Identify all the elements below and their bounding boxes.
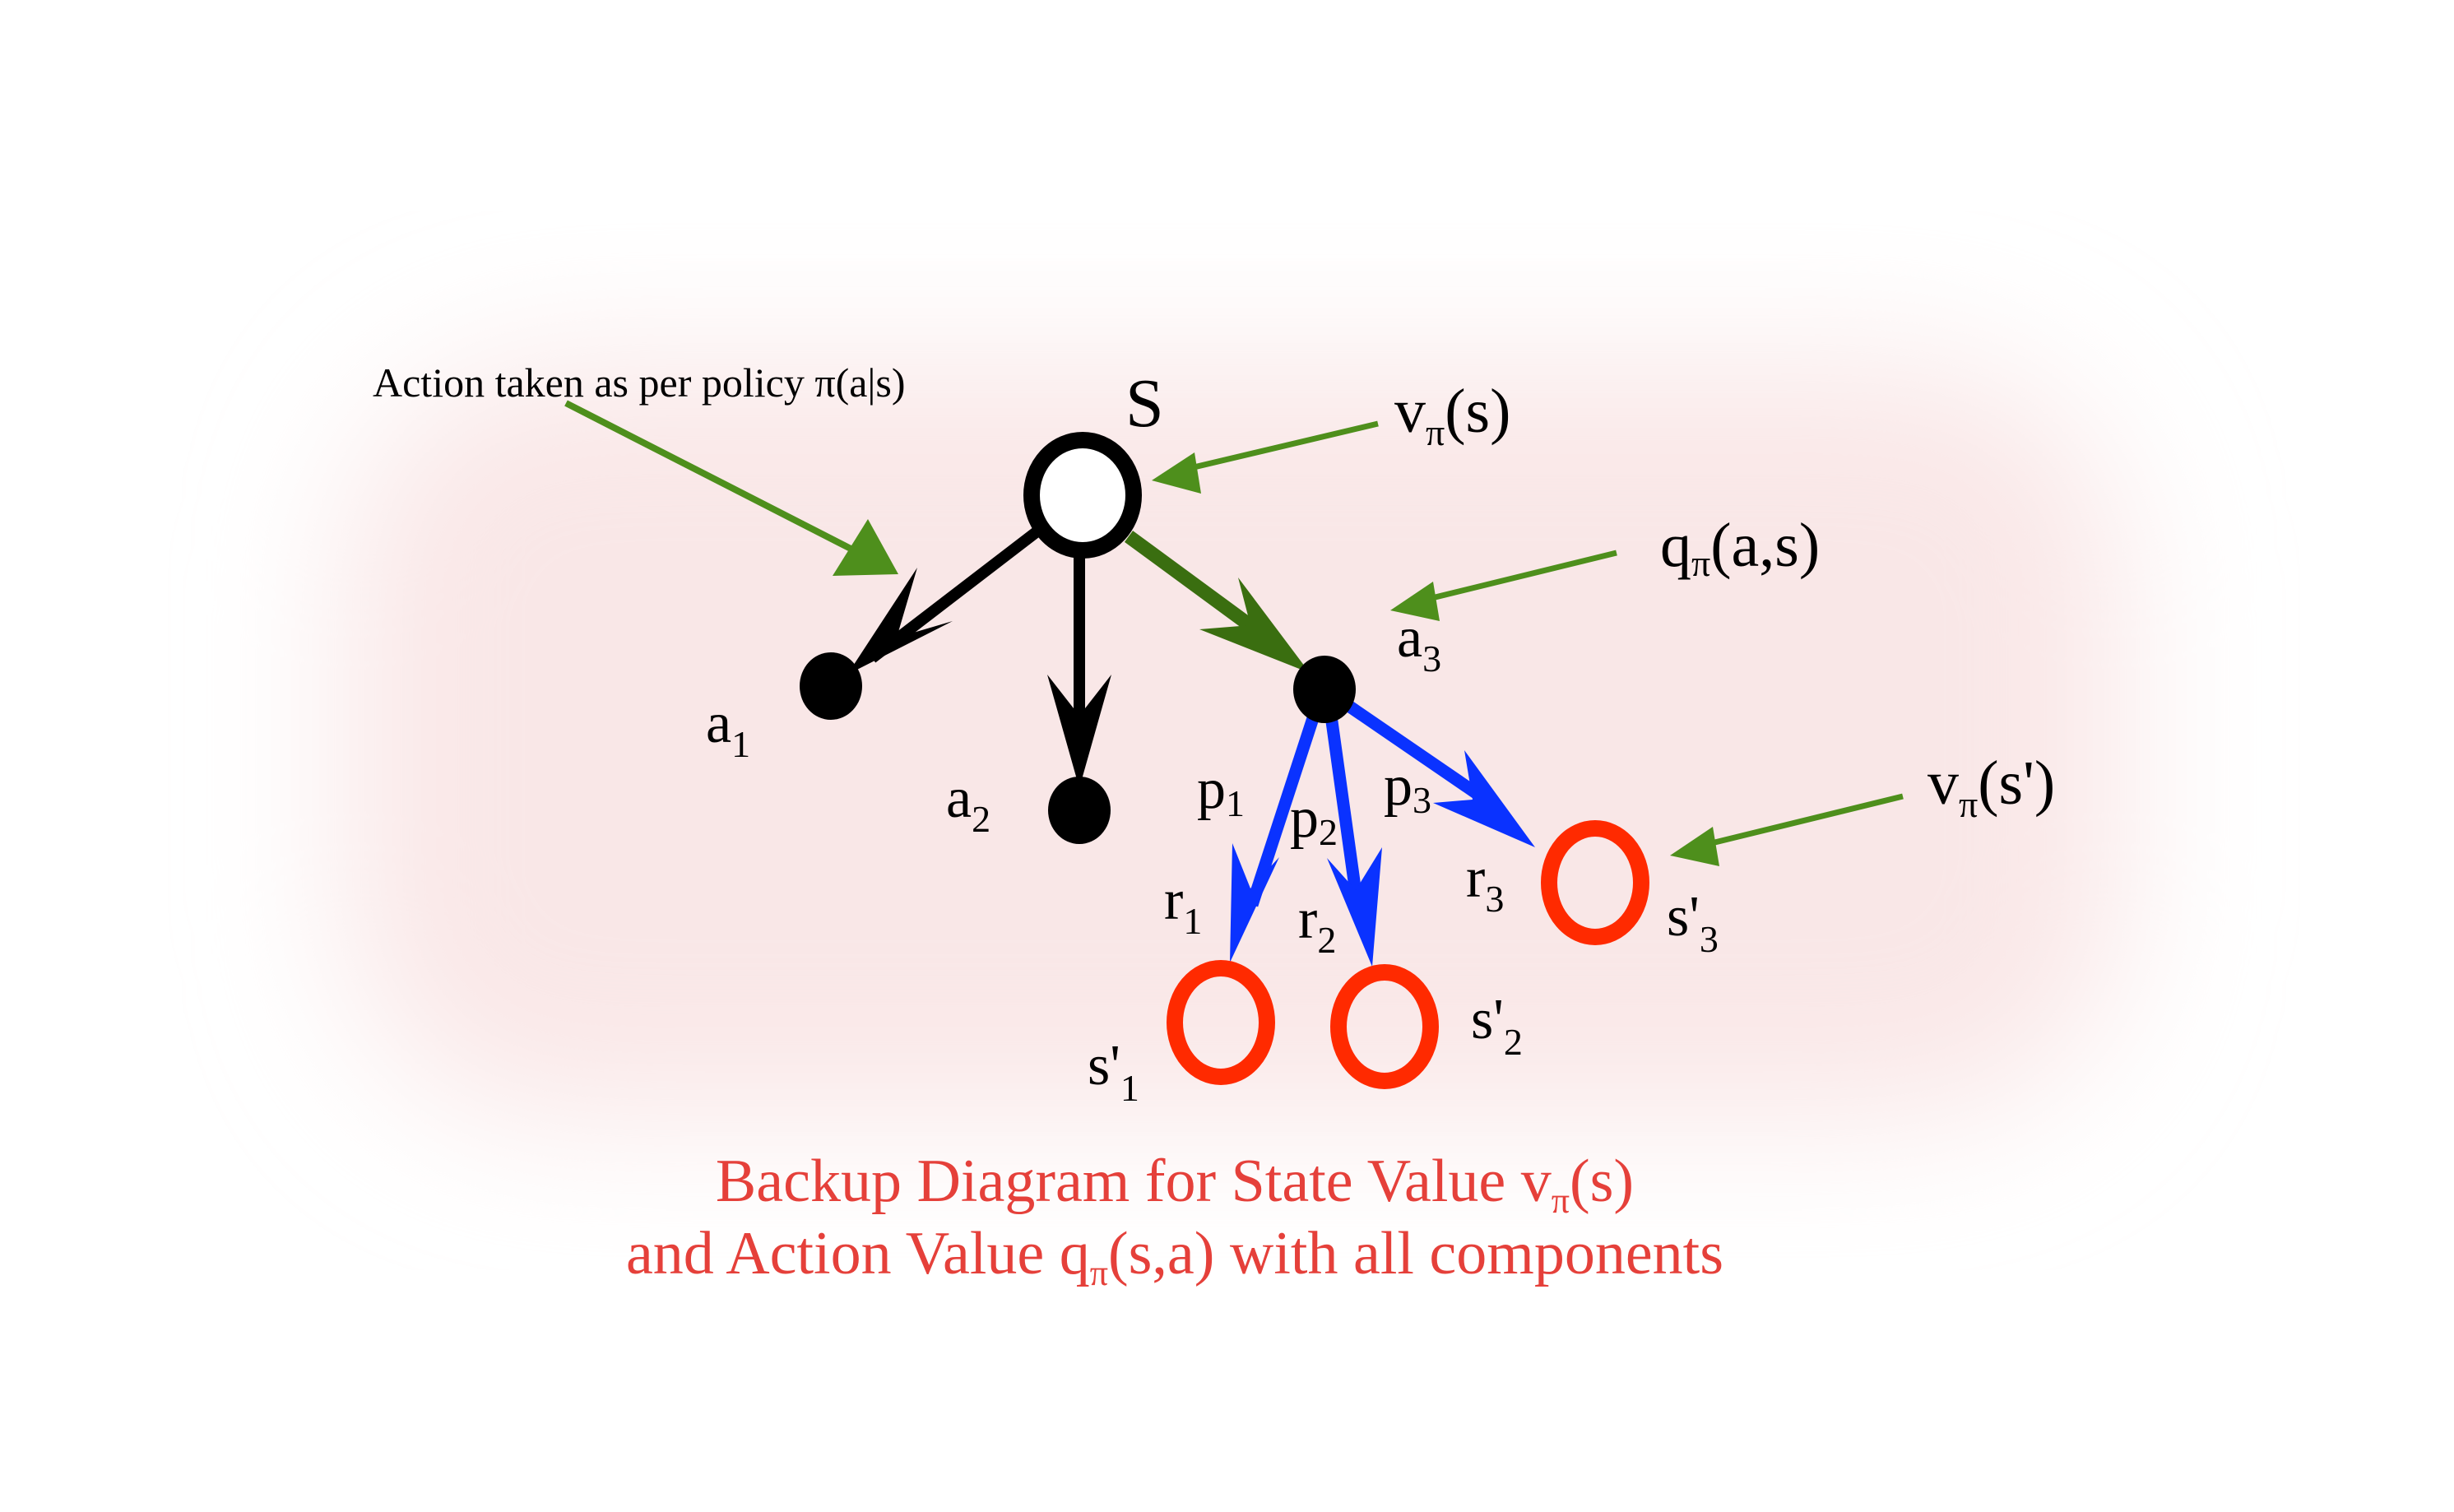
action-value-annotation-arrow — [1390, 550, 1617, 621]
arrowhead-icon — [1433, 750, 1535, 847]
arrowhead-icon — [1670, 827, 1719, 866]
probability-label-p2: p2 — [1290, 786, 1338, 853]
probability-label-p3: p3 — [1384, 754, 1431, 821]
action-label-a2: a2 — [946, 767, 990, 840]
policy-edge-a3 — [1124, 531, 1310, 673]
next-state-node-s3[interactable] — [1541, 820, 1649, 945]
policy-edge-a1 — [847, 526, 1042, 675]
next-state-value-annotation-arrow — [1670, 793, 1904, 866]
caption-line-1: Backup Diagram for State Value vπ(s) — [716, 1148, 1634, 1221]
action-node-a1[interactable] — [800, 652, 862, 720]
arrowhead-icon — [1327, 847, 1382, 967]
probability-label-p1: p1 — [1197, 758, 1245, 824]
arrowhead-icon — [1199, 577, 1310, 673]
arrowhead-icon — [1390, 582, 1440, 621]
transition-edge-1 — [1230, 713, 1320, 962]
next-state-value-label: vπ(s') — [1927, 749, 2055, 825]
next-state-node-s2[interactable] — [1330, 964, 1439, 1089]
action-label-a1: a1 — [706, 692, 750, 765]
arrowhead-icon — [1047, 675, 1111, 788]
reward-label-r3: r3 — [1466, 846, 1504, 920]
state-label: S — [1125, 365, 1164, 442]
next-state-label-s2: s'2 — [1471, 988, 1523, 1063]
policy-edge-a2 — [1047, 547, 1111, 788]
transition-edge-3 — [1341, 698, 1535, 847]
background-glow — [346, 362, 2122, 1119]
arrowhead-icon — [1230, 843, 1279, 962]
arrowhead-icon — [847, 568, 953, 675]
reward-label-r2: r2 — [1298, 888, 1336, 961]
transition-edge-2 — [1324, 714, 1382, 967]
arrowhead-icon — [1152, 452, 1201, 494]
arrowhead-icon — [833, 519, 898, 576]
state-node-s[interactable] — [1023, 432, 1142, 559]
next-state-node-s1[interactable] — [1167, 960, 1275, 1085]
policy-annotation-arrow — [564, 400, 898, 576]
action-node-a2[interactable] — [1048, 777, 1111, 844]
policy-annotation-label: Action taken as per policy π(a|s) — [373, 359, 906, 406]
caption-line-2: and Action Value qπ(s,a) with all compon… — [626, 1220, 1723, 1293]
reward-label-r1: r1 — [1164, 869, 1202, 942]
state-value-annotation-arrow — [1152, 420, 1379, 494]
action-node-a3[interactable] — [1293, 656, 1356, 723]
next-state-label-s3: s'3 — [1667, 885, 1719, 960]
next-state-label-s1: s'1 — [1088, 1034, 1139, 1109]
state-value-label: vπ(s) — [1394, 377, 1510, 453]
action-label-a3: a3 — [1397, 606, 1441, 679]
action-value-label: qπ(a,s) — [1660, 511, 1820, 584]
